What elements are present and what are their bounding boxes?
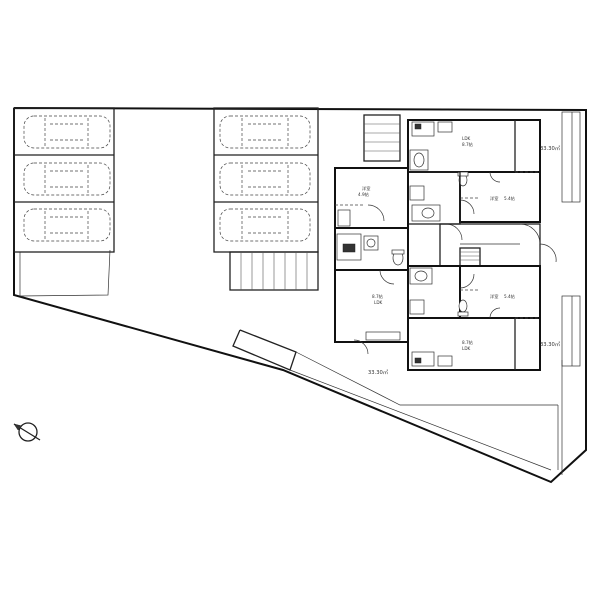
room-size: 8.7帖 bbox=[462, 339, 473, 346]
site-boundary bbox=[13, 107, 587, 484]
parking-right bbox=[213, 107, 319, 291]
room-name: LDK bbox=[462, 346, 471, 351]
room-size: 5.4帖 bbox=[504, 293, 515, 300]
fence-strips bbox=[561, 111, 581, 367]
parking-left bbox=[13, 107, 115, 253]
room-name: LDK bbox=[462, 136, 471, 141]
area-label: 33.30㎡ bbox=[540, 340, 561, 348]
car-icon bbox=[23, 208, 111, 242]
room-name: 洋室 bbox=[490, 293, 498, 300]
car-icon bbox=[219, 162, 311, 196]
room-name: LDK bbox=[374, 300, 383, 305]
planter-strip bbox=[232, 329, 563, 475]
car-icon bbox=[219, 208, 311, 242]
room-name: 洋室 bbox=[490, 195, 498, 202]
central-hall bbox=[407, 171, 557, 267]
area-label: 33.30㎡ bbox=[540, 144, 561, 152]
room-size: 8.7帖 bbox=[372, 293, 383, 300]
room-name: 洋室 bbox=[362, 185, 370, 192]
entry-steps bbox=[363, 114, 401, 162]
room-size: 5.4帖 bbox=[504, 195, 515, 202]
car-icon bbox=[219, 115, 311, 149]
car-icon bbox=[23, 115, 111, 149]
room-size: 4.9帖 bbox=[358, 191, 369, 198]
north-arrow-icon bbox=[13, 422, 41, 442]
area-label: 33.30㎡ bbox=[368, 368, 389, 376]
unit-left: 洋室 4.9帖 8.7帖 LDK 33.30㎡ bbox=[334, 167, 409, 376]
unit-upper-right: LDK 8.7帖 洋室 5.4帖 33.30㎡ bbox=[407, 119, 561, 223]
unit-lower-right: 洋室 5.4帖 8.7帖 LDK 33.30㎡ bbox=[407, 265, 561, 371]
car-icon bbox=[23, 162, 111, 196]
room-size: 8.7帖 bbox=[462, 141, 473, 148]
